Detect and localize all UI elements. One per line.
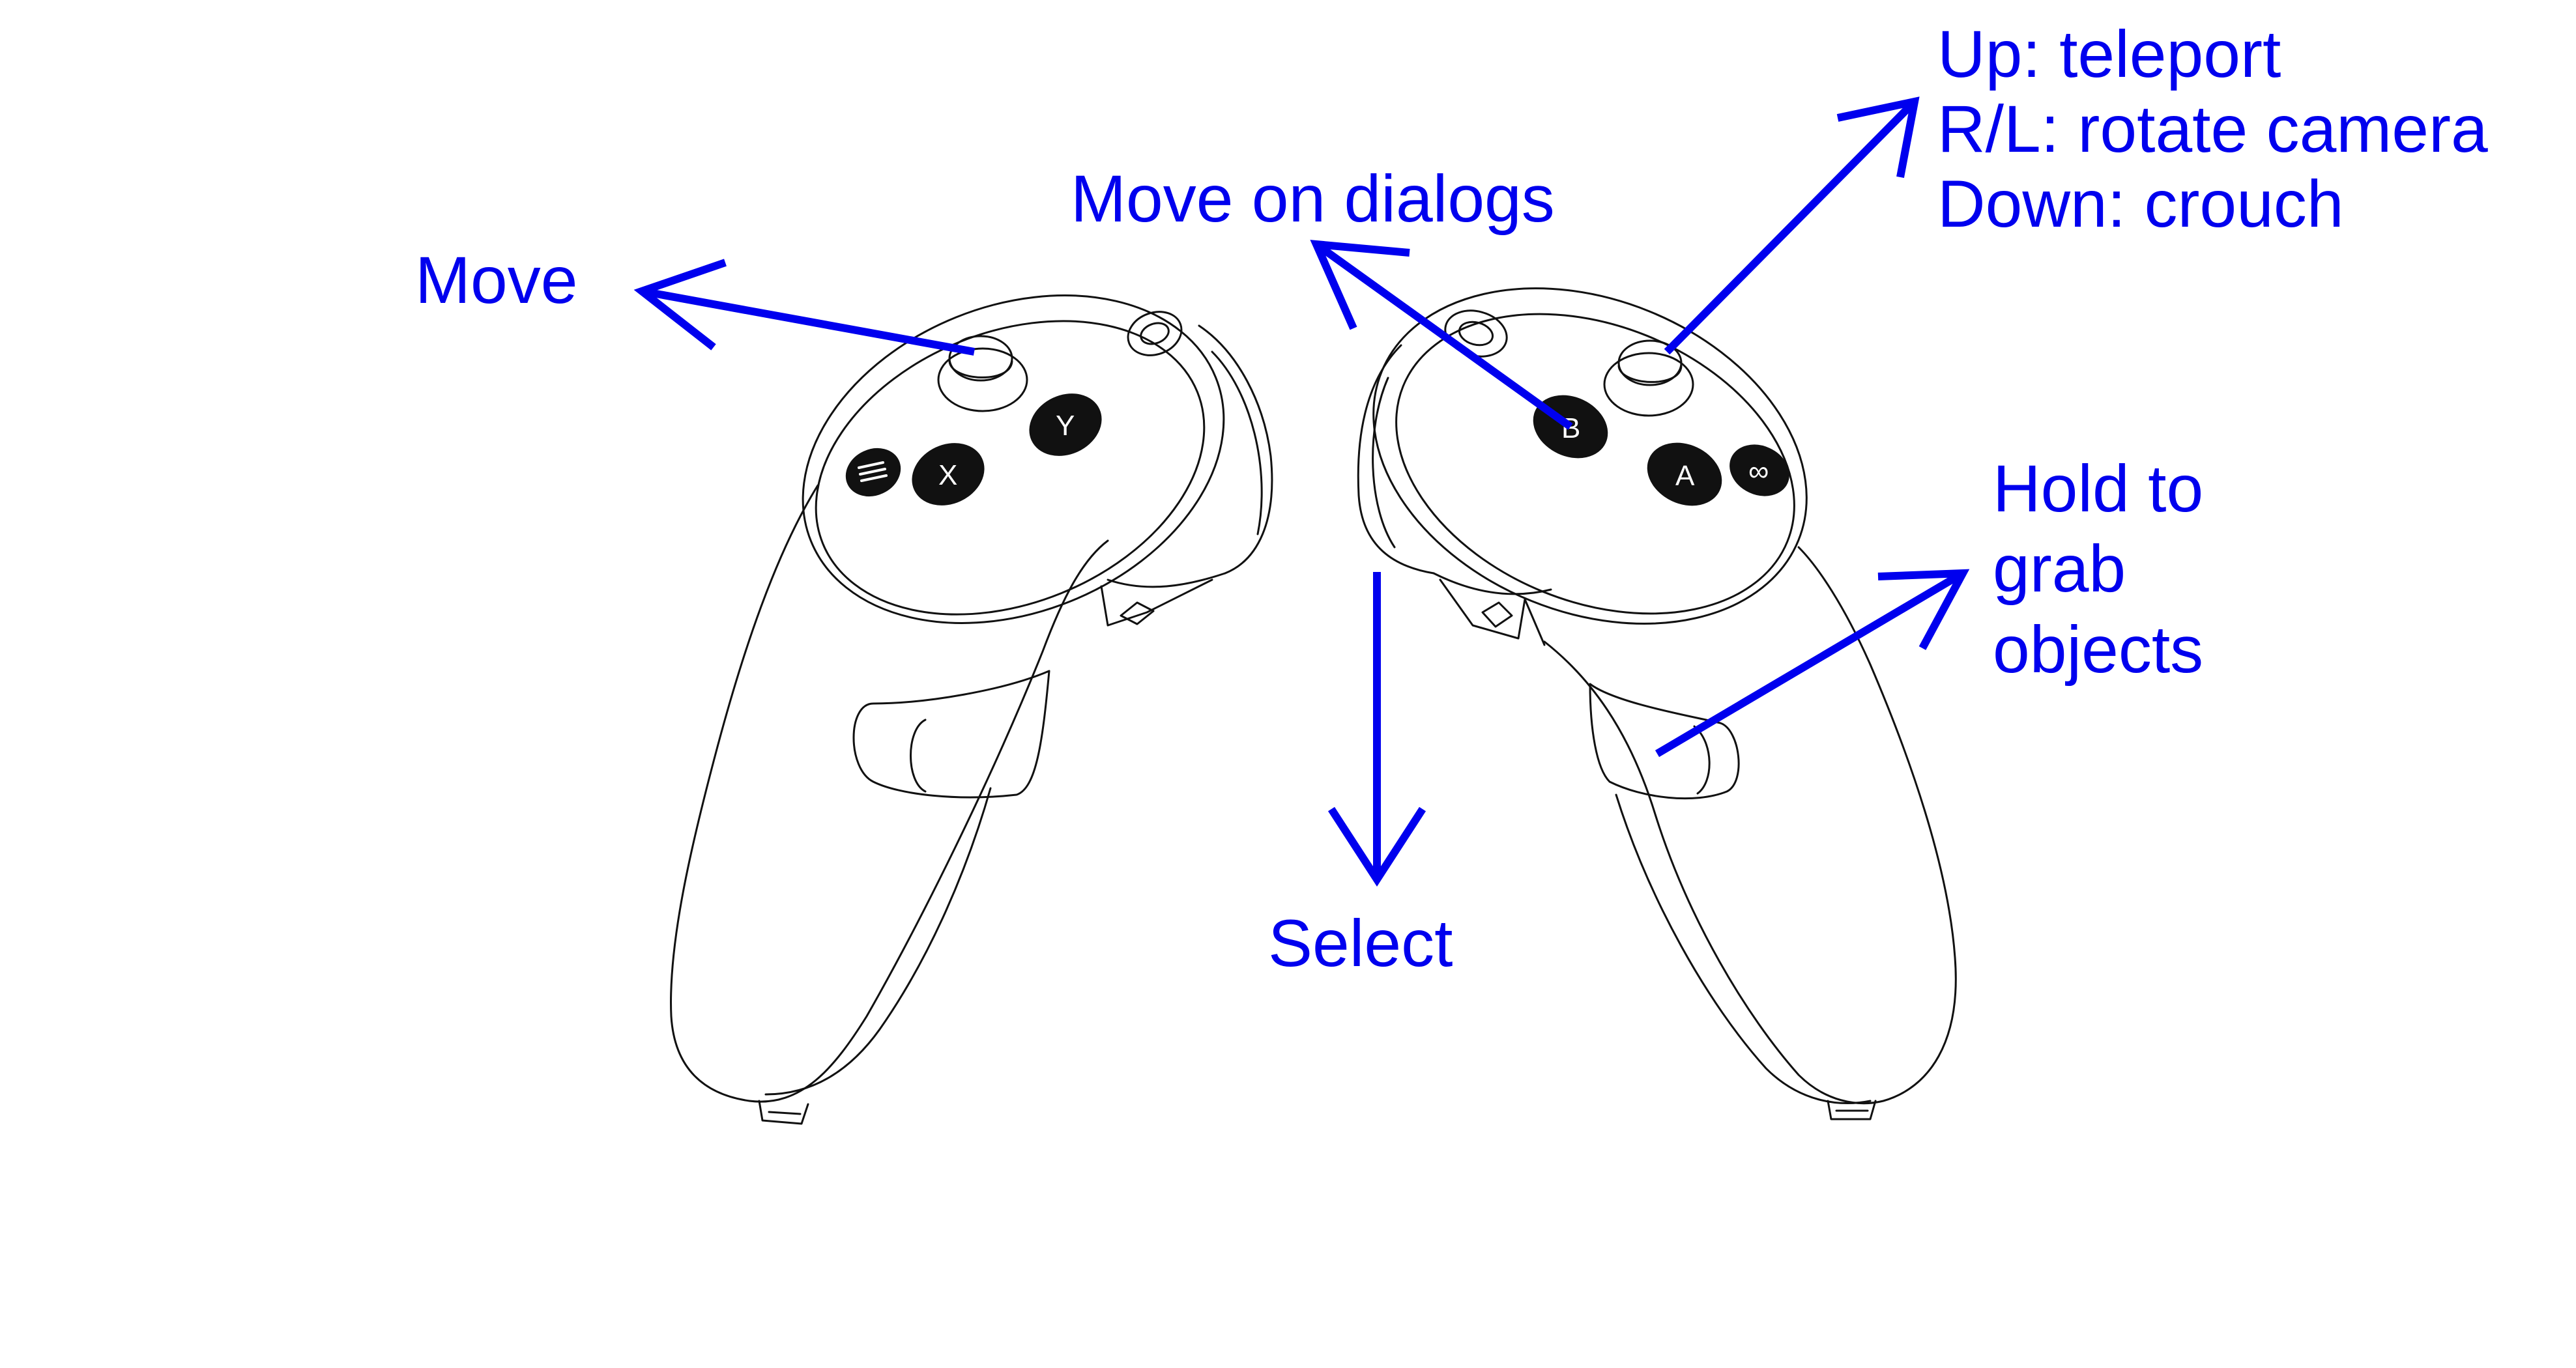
left-controller-lanyard-slot [758, 1100, 809, 1125]
right-a-button [1647, 442, 1722, 506]
left-controller-grip-inner [764, 787, 992, 1096]
left-system-button-outer [1127, 311, 1183, 356]
move-arrow [641, 287, 976, 356]
annotation-arrows [633, 96, 1970, 887]
left-y-button-label: Y [1056, 410, 1075, 442]
move-on-dialogs-label: Move on dialogs [1071, 162, 1555, 236]
left-y-button [1029, 393, 1102, 456]
select-arrowhead [1327, 806, 1426, 887]
grab-label-line-3: objects [1993, 612, 2203, 687]
left-controller-trigger [852, 670, 1050, 799]
right-controller: B A ∞ [1357, 287, 1957, 1120]
left-thumbstick-cap [948, 335, 1013, 382]
right-controller-grip-inner [1615, 793, 1872, 1104]
left-thumbstick-base [937, 347, 1028, 412]
right-system-button-inner [1458, 321, 1494, 347]
right-meta-button [1729, 444, 1789, 496]
left-x-button [912, 443, 985, 506]
thumbstick-right-arrowhead [1836, 96, 1920, 178]
left-x-button-label: X [938, 459, 957, 491]
grab-label-line-1: Hold to [1993, 451, 2203, 526]
grab-label-line-2: grab [1993, 532, 2126, 606]
move-on-dialogs-arrow [1314, 241, 1573, 430]
right-b-button-label: B [1561, 412, 1580, 444]
grab-arrow [1655, 569, 1965, 758]
left-controller-led [1120, 601, 1155, 625]
move-on-dialogs-arrowhead [1310, 240, 1410, 330]
right-controller-led [1481, 601, 1513, 628]
right-thumbstick-base [1603, 352, 1694, 417]
left-controller-face-outer [802, 294, 1225, 624]
thumbstick-right-arrow [1664, 98, 1918, 355]
thumbstick-right-label-line-1: Up: teleport [1937, 17, 2281, 91]
left-controller-rim [1198, 324, 1273, 575]
right-controller-grip [1543, 546, 1957, 1105]
thumbstick-right-label-line-3: Down: crouch [1937, 167, 2344, 241]
select-label: Select [1268, 906, 1453, 980]
right-controller-trigger [1589, 683, 1740, 800]
left-controller: X Y [670, 294, 1273, 1125]
left-system-button-inner [1140, 322, 1170, 345]
right-controller-lanyard-slot [1827, 1100, 1877, 1120]
right-meta-button-label: ∞ [1748, 455, 1769, 487]
move-label: Move [415, 243, 577, 317]
right-a-button-label: A [1675, 460, 1695, 492]
right-thumbstick-cap [1617, 339, 1683, 386]
left-controller-grip [670, 484, 1109, 1103]
annotation-labels: Move Move on dialogs Up: teleport R/L: r… [415, 17, 2488, 980]
thumbstick-right-label-line-2: R/L: rotate camera [1937, 92, 2488, 166]
right-controller-rim [1357, 344, 1435, 575]
grab-arrowhead [1877, 569, 1970, 650]
move-arrowhead [633, 259, 727, 350]
